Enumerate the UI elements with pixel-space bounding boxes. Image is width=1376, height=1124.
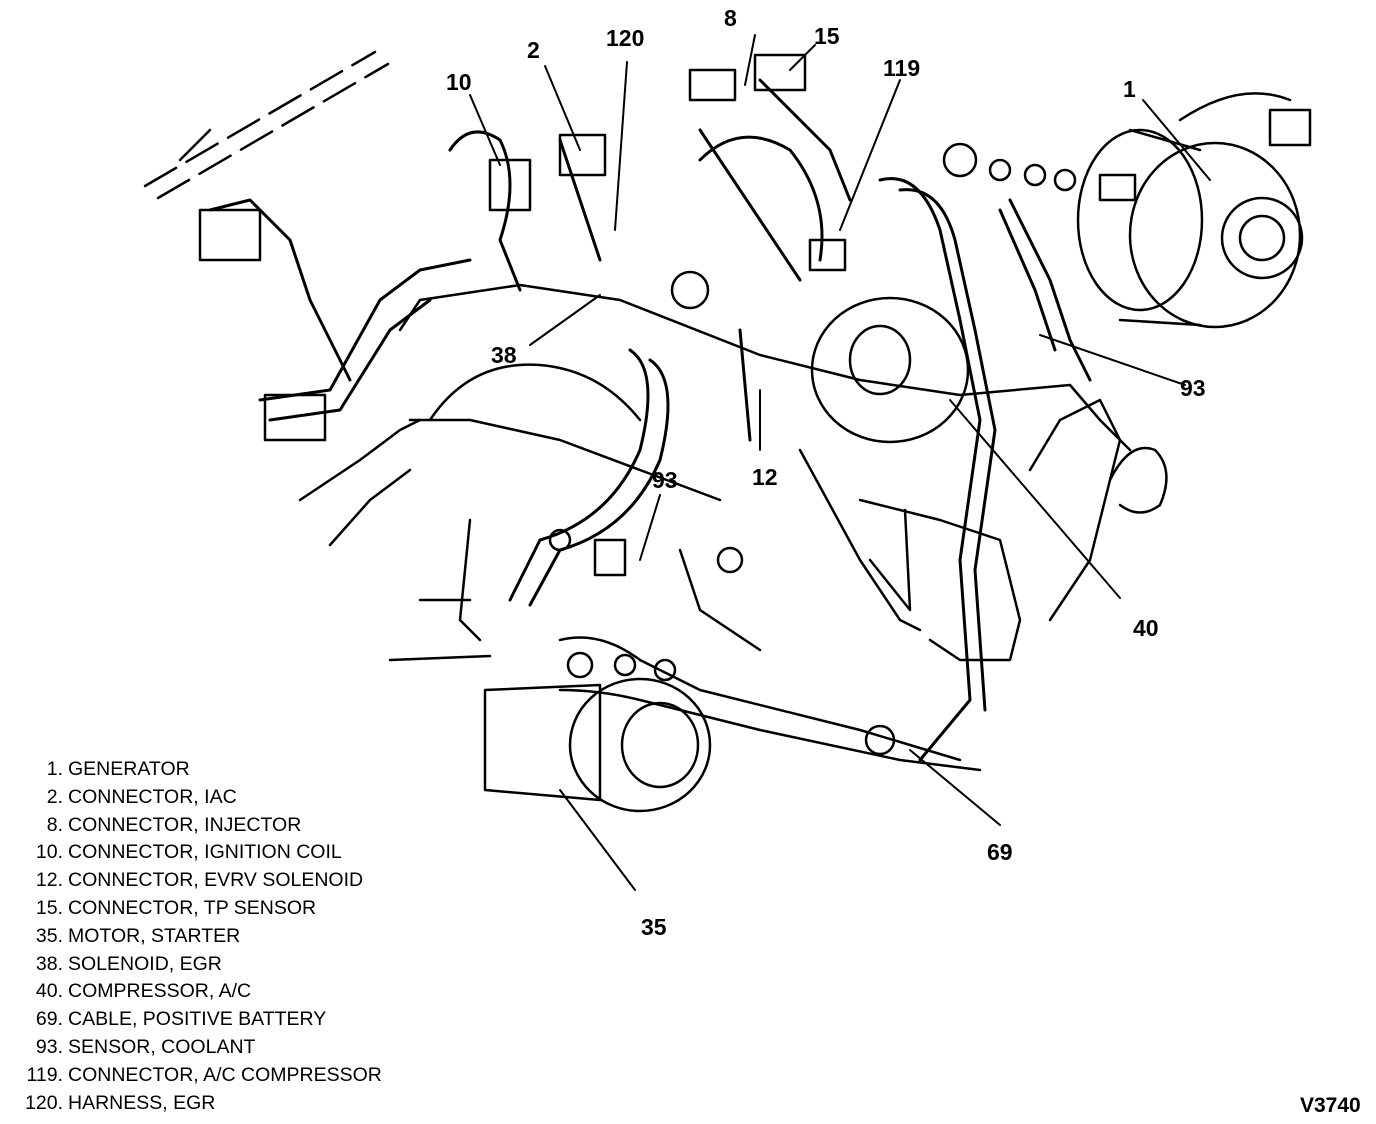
legend-label: CONNECTOR, EVRV SOLENOID <box>68 869 364 892</box>
callout-8: 8 <box>724 5 737 31</box>
legend-item: 8.CONNECTOR, INJECTOR <box>46 813 302 836</box>
legend-item: 35.MOTOR, STARTER <box>35 924 241 947</box>
wiring-harness <box>208 78 1092 762</box>
callout-35: 35 <box>641 914 667 940</box>
generator <box>1076 92 1312 329</box>
legend-label: CONNECTOR, IAC <box>68 785 237 808</box>
legend-item: 120.HARNESS, EGR <box>25 1091 216 1114</box>
legend-label: MOTOR, STARTER <box>68 924 241 947</box>
callout-2: 2 <box>527 37 540 63</box>
legend-label: GENERATOR <box>68 758 190 780</box>
callout-1: 1 <box>1123 76 1136 102</box>
legend-item: 15.CONNECTOR, TP SENSOR <box>35 896 317 919</box>
callout-119: 119 <box>883 55 920 81</box>
legend-item: 12.CONNECTOR, EVRV SOLENOID <box>35 869 364 892</box>
legend-label: COMPRESSOR, A/C <box>68 980 252 1003</box>
callout-38: 38 <box>491 342 517 368</box>
legend-label: CABLE, POSITIVE BATTERY <box>68 1008 327 1031</box>
callout-120: 120 <box>606 25 644 51</box>
legend-item: 119.CONNECTOR, A/C COMPRESSOR <box>26 1063 382 1086</box>
legend-label: SENSOR, COOLANT <box>68 1035 256 1058</box>
legend-item: 69.CABLE, POSITIVE BATTERY <box>35 1008 327 1031</box>
legend-label: SOLENOID, EGR <box>68 952 222 975</box>
figure-id: V3740 <box>1300 1094 1361 1117</box>
legend-label: CONNECTOR, INJECTOR <box>68 813 302 836</box>
legend-label: CONNECTOR, IGNITION COIL <box>68 841 342 864</box>
direction-arrow <box>143 50 390 200</box>
callout-labels: 1 2 8 10 12 15 35 38 40 69 93 93 119 120 <box>446 5 1206 940</box>
legend-item: 1.GENERATOR <box>46 758 190 780</box>
legend-item: 10.CONNECTOR, IGNITION COIL <box>35 841 342 864</box>
legend-item: 38.SOLENOID, EGR <box>35 952 222 975</box>
callout-40: 40 <box>1133 615 1159 641</box>
callout-93-center: 93 <box>652 467 678 493</box>
legend-label: CONNECTOR, TP SENSOR <box>68 896 317 919</box>
legend-label: HARNESS, EGR <box>68 1091 216 1114</box>
starter-motor <box>483 636 982 813</box>
legend-item: 93.SENSOR, COOLANT <box>35 1035 256 1058</box>
callout-10: 10 <box>446 69 472 95</box>
engine-block <box>298 283 1132 662</box>
callout-93-right: 93 <box>1180 375 1206 401</box>
parts-legend: 1.GENERATOR 2.CONNECTOR, IAC 8.CONNECTOR… <box>14 756 484 1117</box>
ac-compressor <box>810 296 1168 514</box>
legend-item: 2.CONNECTOR, IAC <box>46 785 237 808</box>
callout-12: 12 <box>752 464 778 490</box>
legend-item: 40.COMPRESSOR, A/C <box>35 980 252 1003</box>
legend-label: CONNECTOR, A/C COMPRESSOR <box>68 1063 382 1086</box>
connector-bodies <box>198 53 1137 756</box>
leader-lines <box>469 34 1211 891</box>
callout-69: 69 <box>987 839 1013 865</box>
callout-15: 15 <box>814 23 840 49</box>
